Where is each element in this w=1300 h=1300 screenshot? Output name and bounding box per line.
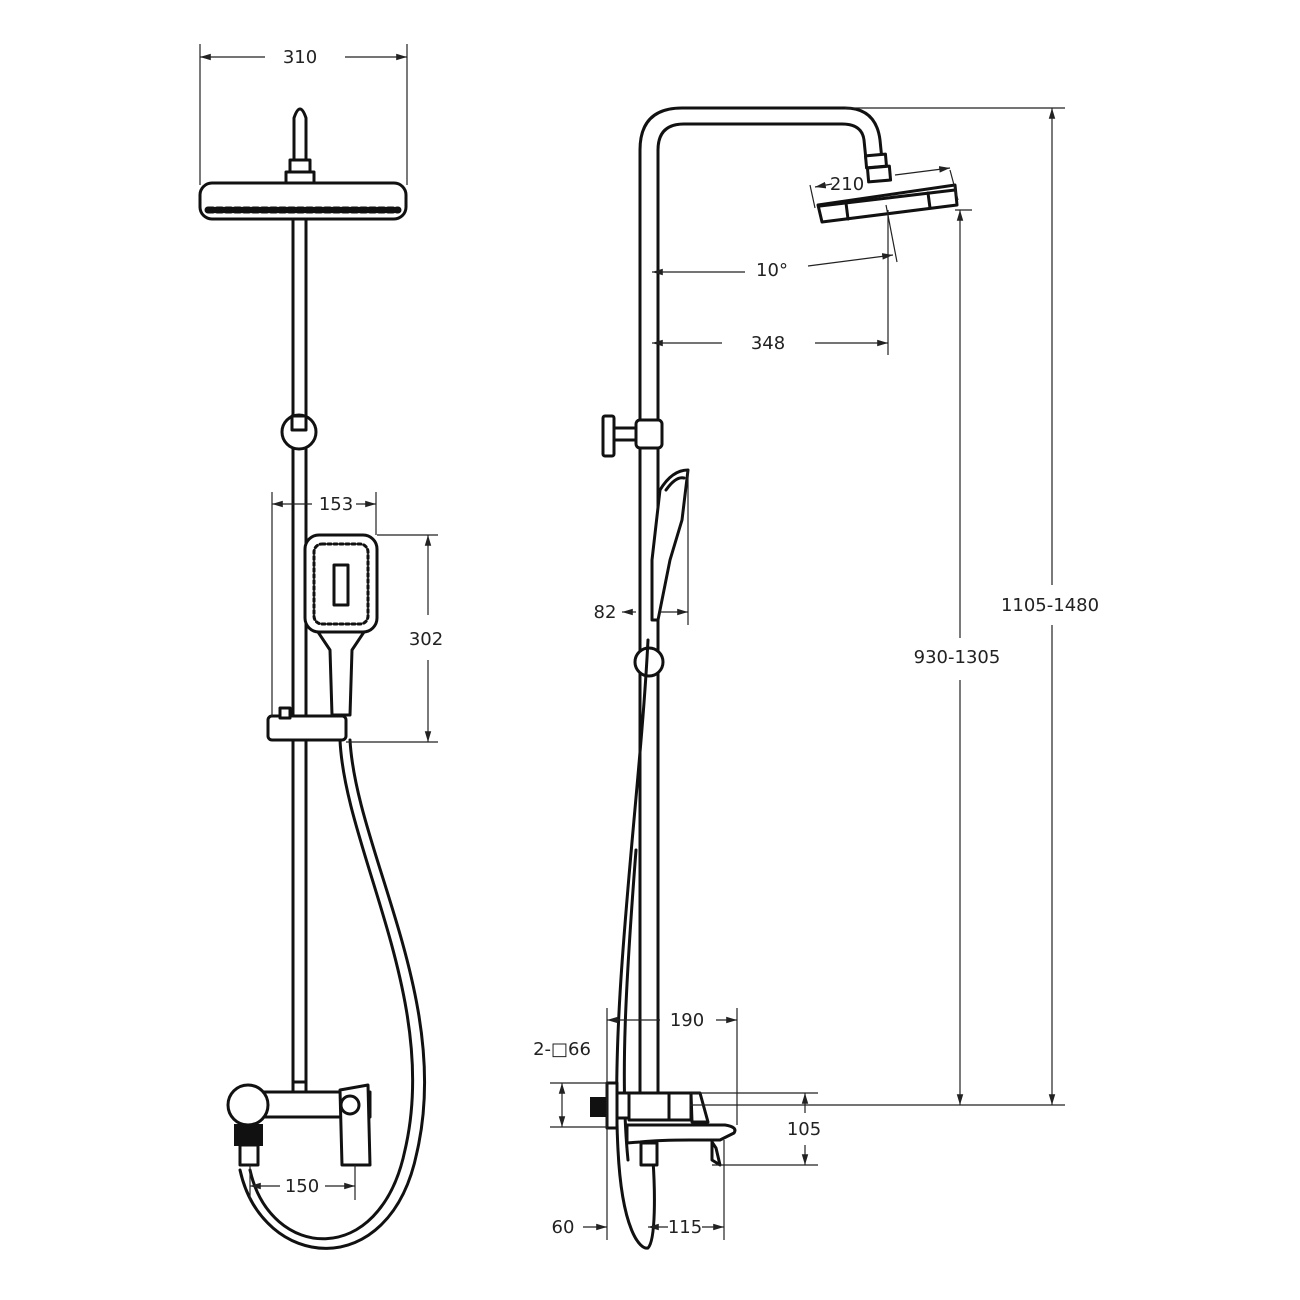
dim-overhead-width: 310 [283,47,317,68]
overhead-shower-head [198,181,408,221]
dim-eccentric-fittings: 2-□66 [533,1039,591,1060]
shower-hose-side [615,638,656,1250]
dim-hand-shower-depth: 82 [594,602,617,623]
left-eccentric [226,1083,270,1127]
holder-clamp [290,414,308,432]
hand-shower-side [650,468,690,622]
spout [625,1123,737,1145]
dim-hand-shower-offset: 153 [319,494,353,515]
dim-head-height: 930-1305 [914,647,1001,668]
front-dimensions: 310 153 302 150 [199,44,443,1200]
slider-bracket [266,714,348,742]
side-view [590,106,959,1250]
eccentric-nut [590,1097,608,1117]
mixer-lever-side [689,1091,710,1124]
gooseneck-nut [288,158,312,174]
shower-arm [638,106,884,1094]
dim-spout-projection: 115 [668,1217,702,1238]
hand-shower-face [312,542,370,626]
hand-shower-handle [316,630,366,717]
dim-arm-reach: 348 [751,333,785,354]
dim-head-diameter: 210 [830,174,864,195]
dim-hand-shower-height: 302 [409,629,443,650]
head-connector [284,170,316,185]
diverter [639,1141,659,1167]
front-view [198,107,427,1250]
hose-connector [234,1124,263,1146]
mixer-body-side [627,1091,671,1122]
riser-rail [291,217,308,1087]
dim-head-tilt: 10° [756,260,788,281]
side-dimensions: 210 10° 348 82 1105-1480 930-1305 190 2-… [533,107,1099,1240]
dim-total-height: 1105-1480 [1001,595,1099,616]
dim-mixer-centers: 150 [285,1176,319,1197]
shower-hose [248,738,415,1241]
slider-knob [278,706,292,720]
gooseneck-pipe [292,107,308,162]
hand-shower-button [332,563,350,607]
dim-mixer-depth: 190 [670,1010,704,1031]
dim-wall-plate: 60 [552,1217,575,1238]
dim-spout-height: 105 [787,1119,821,1140]
rail-holder-side [634,418,664,450]
slider-side [633,646,665,678]
holder-knob [601,414,616,458]
